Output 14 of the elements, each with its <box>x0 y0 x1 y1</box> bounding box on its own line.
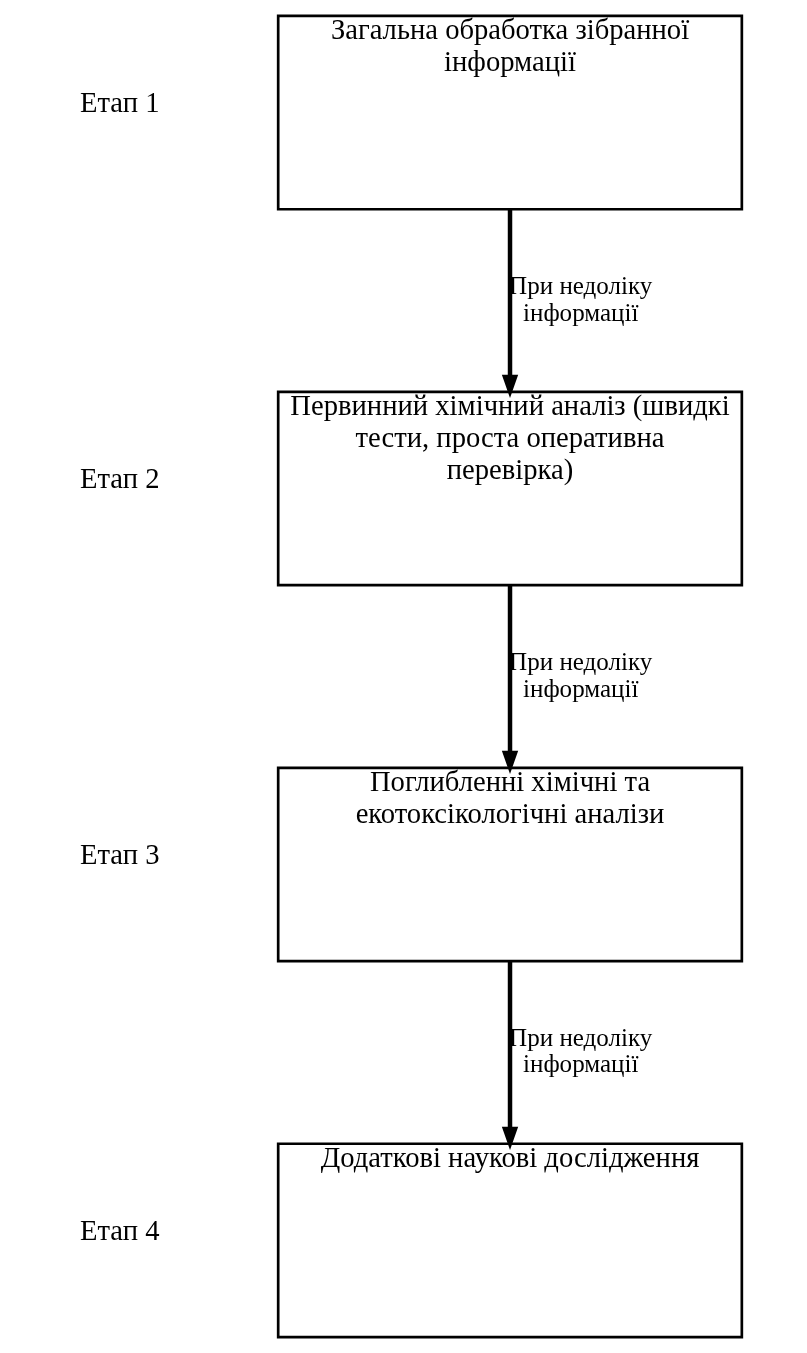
edge-label: При недоліку інформації <box>509 271 653 326</box>
arrow <box>501 209 519 399</box>
node-label: Етап 2 <box>80 462 160 495</box>
node-box: Первинний хімічний аналіз (швидкі тести, проста оперативна перевірка) <box>276 390 744 587</box>
edge-label: При недоліку інформації <box>509 647 653 702</box>
node-box: Поглибленні хімічні та екотоксікологічні аналізи <box>276 766 744 963</box>
arrow <box>501 961 519 1150</box>
node-label: Етап 1 <box>80 86 160 119</box>
node-box: Загальна обработка зібранної інформації <box>276 14 744 211</box>
arrow <box>501 585 519 775</box>
node-label: Етап 3 <box>80 838 160 871</box>
edge-label: При недоліку інформації <box>509 1023 653 1078</box>
node-box: Додаткові наукові дослідження <box>276 1142 744 1339</box>
node-label: Етап 4 <box>80 1214 160 1247</box>
